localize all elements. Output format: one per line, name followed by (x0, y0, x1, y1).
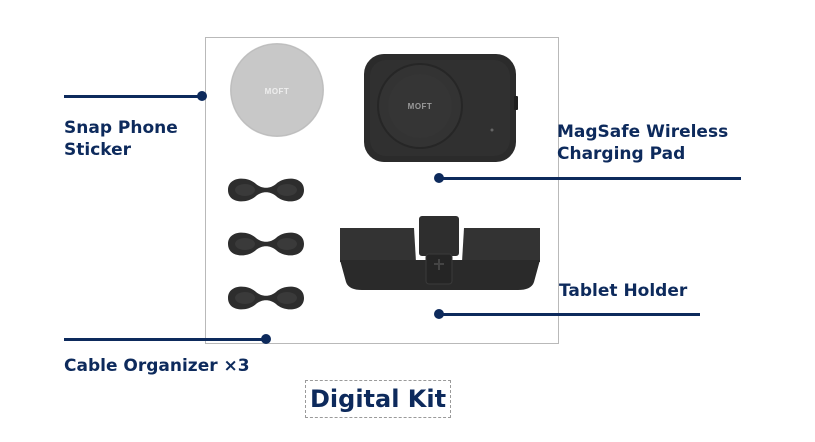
snap-sticker-leader-line (64, 95, 202, 98)
snap-sticker-leader-dot (197, 91, 207, 101)
product-image-frame: MOFT MOFT (205, 37, 559, 344)
tablet-holder-leader-dot (434, 309, 444, 319)
cable-organizer-1 (228, 178, 304, 202)
tablet-holder-leader-line (440, 313, 700, 316)
magsafe-charging-pad: MOFT (364, 54, 518, 162)
cable-organizer-2 (228, 232, 304, 256)
tablet-holder-label: Tablet Holder (559, 281, 688, 301)
cable-organizer-leader-dot (261, 334, 271, 344)
pad-logo: MOFT (408, 102, 433, 111)
snap-sticker-label-line2: Sticker (64, 140, 132, 160)
tablet-holder (340, 216, 540, 290)
charging-pad-label-line2: Charging Pad (557, 144, 686, 164)
kit-title: Digital Kit (305, 380, 452, 418)
snap-phone-sticker: MOFT (230, 43, 324, 137)
snap-sticker-label: Snap Phone Sticker (64, 117, 178, 161)
charging-pad-leader-dot (434, 173, 444, 183)
sticker-logo: MOFT (265, 87, 290, 96)
product-illustration: MOFT MOFT (228, 43, 540, 310)
charging-pad-label-line1: MagSafe Wireless (557, 122, 729, 142)
cable-organizer-label: Cable Organizer ×3 (64, 356, 250, 376)
snap-sticker-label-line1: Snap Phone (64, 118, 178, 138)
cable-organizer-3 (228, 286, 304, 310)
charging-pad-label: MagSafe Wireless Charging Pad (557, 121, 728, 165)
cable-organizer-leader-line (64, 338, 264, 341)
charging-pad-leader-line (440, 177, 741, 180)
